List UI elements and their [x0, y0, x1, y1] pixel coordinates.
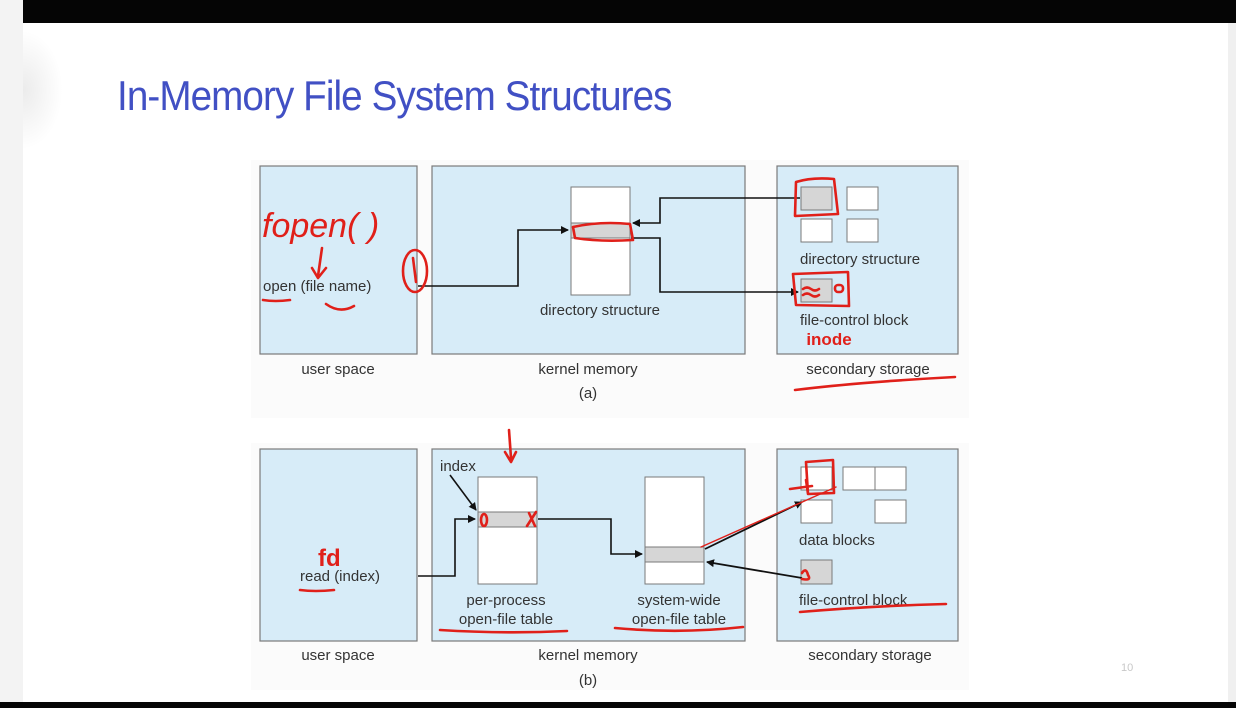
fcb-underline-b: [798, 602, 948, 614]
system-wide-label-line1: system-wide: [637, 592, 720, 609]
storage-dir-block-2: [846, 186, 879, 211]
system-wide-label-line2: open-file table: [632, 611, 726, 628]
storage-dir-block-1: [800, 186, 833, 211]
user-space-box-b: [259, 448, 418, 642]
fcb-small-mark: [833, 283, 845, 294]
per-process-entry-highlight: [477, 511, 538, 528]
user-space-caption-a: user space: [301, 361, 374, 378]
per-process-label-line1: per-process: [466, 592, 545, 609]
zero-mark: [479, 512, 489, 528]
storage-underline-a: [793, 375, 957, 392]
arrow-kernel-to-fcb: [631, 237, 799, 296]
arrow-per-process-to-system-wide: [538, 518, 643, 558]
data-block-circle: [788, 458, 836, 496]
filename-squiggle: [324, 302, 356, 311]
secondary-storage-caption-b: secondary storage: [808, 647, 931, 664]
dir-block-circle: [793, 177, 840, 218]
user-space-box-a: [259, 165, 418, 355]
system-wide-entry-highlight: [644, 546, 705, 563]
user-space-caption-b: user space: [301, 647, 374, 664]
fcb-dot-mark: [800, 569, 811, 581]
index-label: index: [440, 458, 476, 475]
data-block-2: [842, 466, 876, 491]
read-underline: [298, 588, 336, 593]
system-wide-table: [644, 476, 705, 585]
fd-annotation: fd: [318, 545, 341, 572]
secondary-storage-caption-a: secondary storage: [806, 361, 929, 378]
page-number: 10: [1121, 662, 1134, 674]
diagram-b-caption: (b): [579, 672, 597, 689]
fcb-circle-a: [791, 270, 851, 308]
data-block-1: [800, 466, 833, 491]
data-block-3: [874, 466, 907, 491]
storage-fcb-label-a: file-control block: [800, 312, 909, 329]
per-process-table: [477, 476, 538, 585]
annotations-a: fopen( ): [261, 177, 957, 392]
storage-fcb-label-b: file-control block: [799, 592, 908, 609]
fcb-squiggle: [801, 286, 821, 298]
arrow-read-to-per-process: [418, 515, 476, 577]
fopen-annotation: fopen( ): [262, 207, 379, 245]
arrow-open-to-directory: [418, 226, 569, 287]
kernel-directory-label: directory structure: [540, 302, 660, 319]
slide-edge-shadow: [23, 30, 63, 150]
x-mark: [525, 510, 538, 528]
diagram-b: read (index) index per-process open-file…: [259, 428, 959, 689]
read-call-label: read (index): [300, 568, 380, 585]
per-process-down-arrow: [503, 428, 518, 464]
slide-title: In-Memory File System Structures: [117, 72, 673, 119]
per-process-underline: [438, 628, 569, 634]
top-black-bar: [23, 0, 1236, 23]
data-blocks-label: data blocks: [799, 532, 875, 549]
arrow-index-pointer: [449, 474, 477, 511]
diagram-a: open (file name) directory structure dir…: [259, 165, 959, 402]
data-block-5: [874, 499, 907, 524]
bottom-black-bar: [0, 702, 1236, 708]
data-block-4: [800, 499, 833, 524]
step-1-circle: [401, 248, 429, 294]
arrow-fcb-to-system-wide: [706, 559, 803, 579]
kernel-memory-caption-b: kernel memory: [538, 647, 638, 664]
fopen-down-arrow: [310, 246, 328, 280]
diagram-a-caption: (a): [579, 385, 597, 402]
system-wide-underline: [613, 625, 745, 633]
storage-dir-block-4: [846, 218, 879, 243]
inode-annotation: inode: [806, 330, 851, 349]
per-process-label-line2: open-file table: [459, 611, 553, 628]
directory-entry-circle: [571, 221, 635, 242]
arrow-storage-dir-to-kernel: [632, 197, 800, 227]
kernel-memory-caption-a: kernel memory: [538, 361, 638, 378]
storage-directory-label: directory structure: [800, 251, 920, 268]
storage-dir-block-3: [800, 218, 833, 243]
red-pointer-line: [700, 486, 837, 548]
step-1-mark: [411, 256, 418, 284]
open-call-label: open (file name): [263, 278, 371, 295]
annotations-b: [298, 428, 948, 634]
open-underline: [261, 298, 292, 303]
right-gutter: [1228, 23, 1236, 702]
